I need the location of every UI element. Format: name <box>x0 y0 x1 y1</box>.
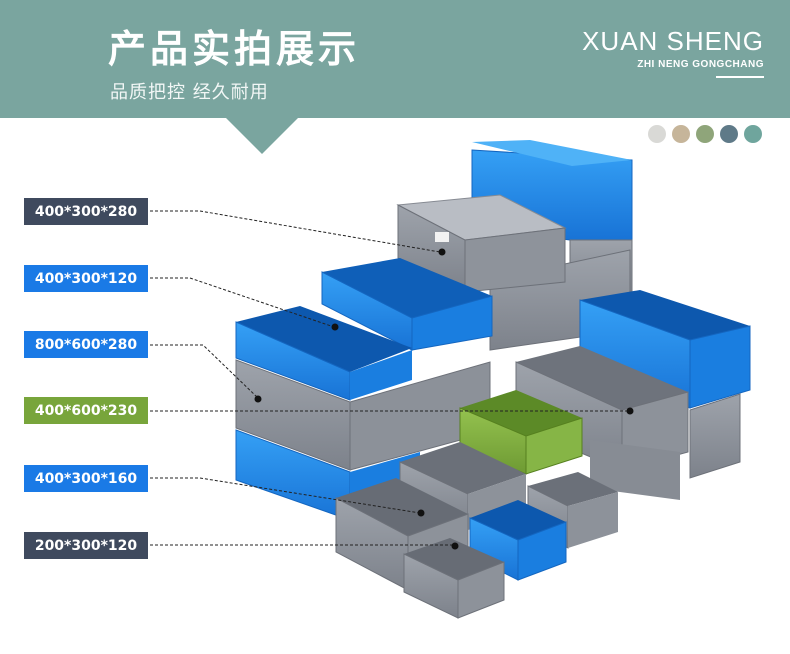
crate-grey-lidded <box>396 194 567 293</box>
brand-name: XUAN SHENG <box>582 26 764 56</box>
brand-divider <box>716 76 764 78</box>
leader-dots <box>254 248 634 550</box>
crate-green <box>459 390 583 475</box>
leader-lines <box>150 210 630 546</box>
brand-block: XUAN SHENG ZHI NENG GONGCHANG <box>582 26 764 70</box>
size-label-3: 800*600*280 <box>24 331 148 358</box>
header-banner <box>0 0 790 118</box>
size-label-1: 400*300*280 <box>24 198 148 225</box>
banner-pointer <box>224 116 300 154</box>
crate-blue-open-mid <box>321 258 493 351</box>
page-title: 产品实拍展示 <box>108 27 361 71</box>
swatch-teal[interactable] <box>744 125 762 143</box>
color-swatches <box>648 125 762 143</box>
crate-blue-right <box>579 290 751 479</box>
swatch-olive[interactable] <box>696 125 714 143</box>
crate-grey-small <box>403 538 505 619</box>
size-label-6: 200*300*120 <box>24 532 148 559</box>
size-label-4: 400*600*230 <box>24 397 148 424</box>
crate-blue-large-left <box>235 306 412 401</box>
crate-blue-small <box>469 500 567 581</box>
swatch-beige[interactable] <box>672 125 690 143</box>
size-label-5: 400*300*160 <box>24 465 148 492</box>
size-label-2: 400*300*120 <box>24 265 148 292</box>
swatch-slate[interactable] <box>720 125 738 143</box>
page-subtitle: 品质把控 经久耐用 <box>110 82 269 103</box>
brand-tagline: ZHI NENG GONGCHANG <box>637 59 764 70</box>
swatch-light-grey[interactable] <box>648 125 666 143</box>
